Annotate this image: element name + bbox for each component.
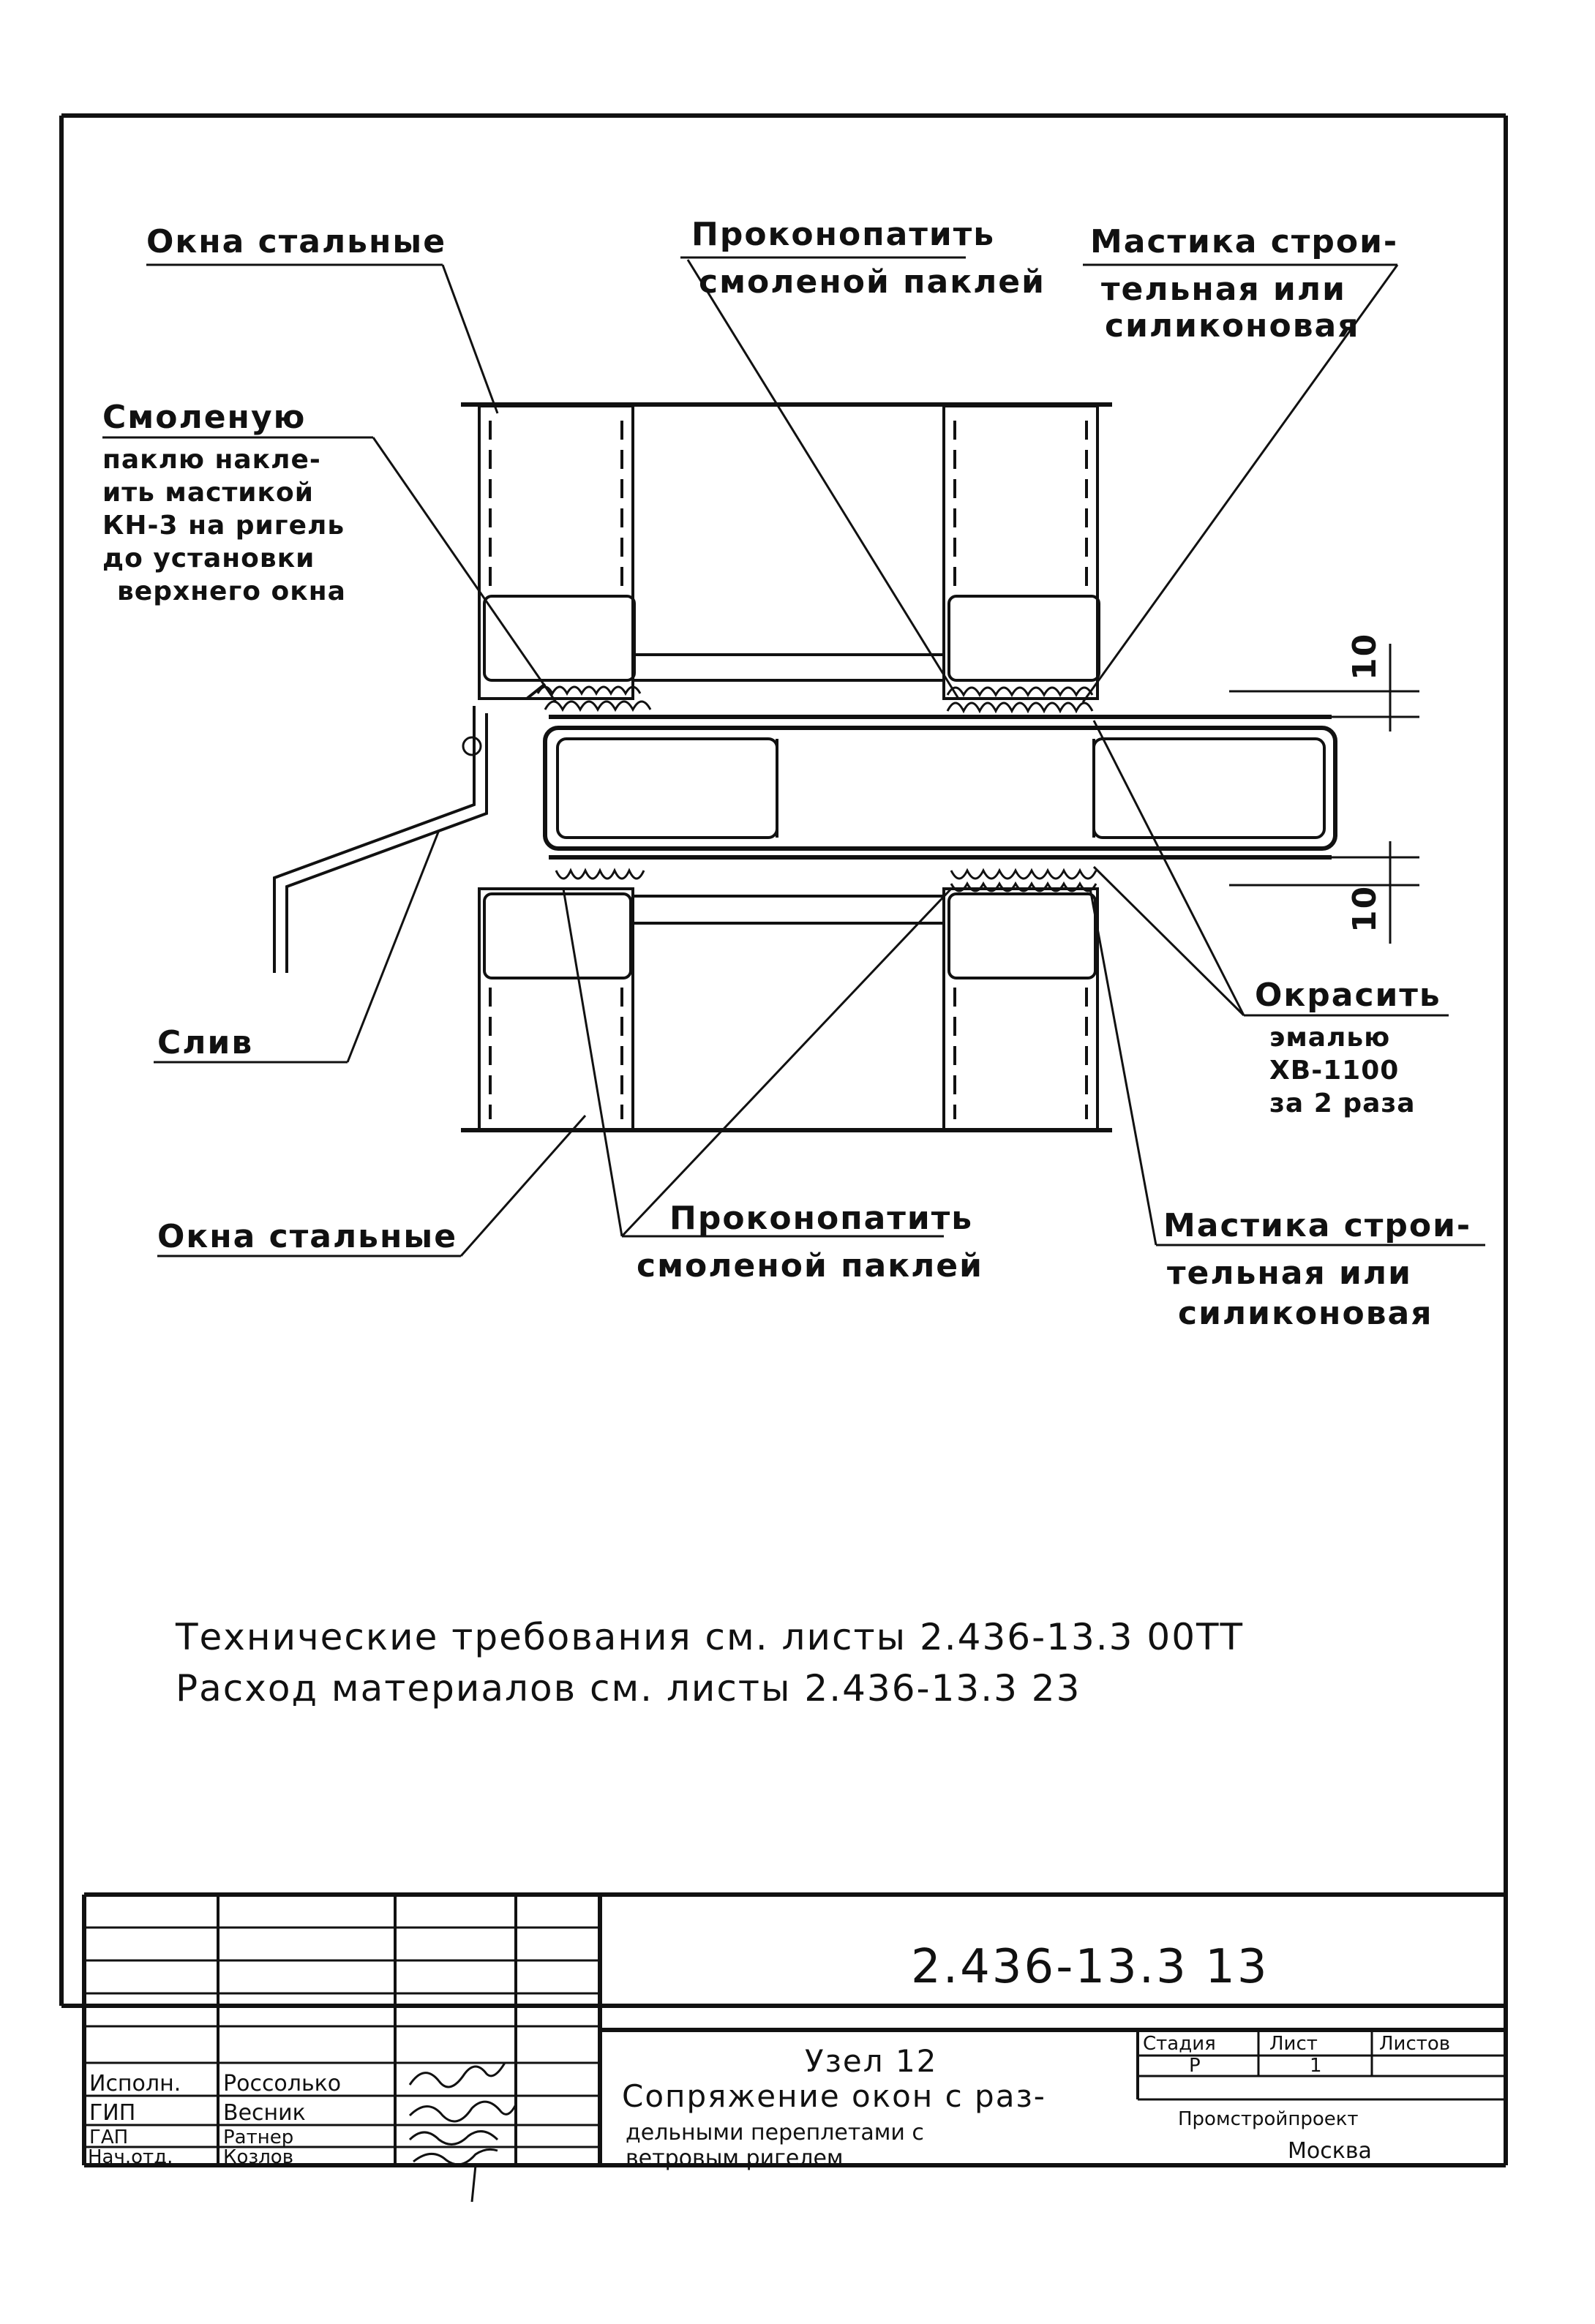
label-paint-3: ХВ-1100 bbox=[1269, 1056, 1399, 1086]
label-caulk-bottom-1: Проконопатить bbox=[669, 1200, 973, 1237]
drip-flashing bbox=[273, 706, 488, 973]
dimension-lines bbox=[1229, 644, 1419, 944]
label-caulk-top-1: Проконопатить bbox=[691, 216, 995, 253]
lower-window-frames bbox=[461, 887, 1112, 1132]
organization: Промстройпроект bbox=[1178, 2108, 1359, 2130]
label-tow-1: Смоленую bbox=[102, 399, 306, 436]
label-drip: Слив bbox=[157, 1024, 253, 1061]
role-head: Нач.отд. bbox=[88, 2146, 173, 2168]
name-executor: Россолько bbox=[223, 2071, 341, 2097]
name-gip: Весник bbox=[223, 2100, 306, 2126]
sheet-frame bbox=[59, 113, 1508, 2008]
label-tow-6: верхнего окна bbox=[117, 576, 346, 606]
name-head: Козлов bbox=[223, 2146, 293, 2168]
title-block-grid bbox=[82, 1892, 1508, 2167]
name-gap: Ратнер bbox=[223, 2126, 293, 2148]
label-windows-top: Окна стальные bbox=[146, 223, 446, 260]
title-line-3: ветровым ригелем bbox=[626, 2146, 844, 2171]
role-gip: ГИП bbox=[89, 2100, 135, 2126]
label-tow-5: до установки bbox=[102, 544, 315, 574]
label-paint-4: за 2 раза bbox=[1269, 1088, 1416, 1118]
wind-transom bbox=[543, 715, 1337, 860]
node-number: Узел 12 bbox=[805, 2043, 937, 2079]
label-mastic-bottom-3: силиконовая bbox=[1178, 1295, 1433, 1332]
tow-caulking bbox=[536, 685, 1097, 892]
label-mastic-bottom-1: Мастика строи- bbox=[1163, 1207, 1471, 1244]
label-mastic-bottom-2: тельная или bbox=[1167, 1255, 1412, 1292]
designation: 2.436-13.3 13 bbox=[911, 1940, 1269, 1994]
label-caulk-top-2: смоленой паклей bbox=[699, 263, 1046, 301]
label-tow-3: ить мастикой bbox=[102, 478, 314, 508]
city: Москва bbox=[1288, 2138, 1372, 2164]
label-mastic-top-3: силиконовая bbox=[1105, 307, 1359, 345]
title-line-2: дельными переплетами с bbox=[626, 2120, 924, 2146]
label-tow-2: паклю накле- bbox=[102, 445, 321, 475]
label-windows-bottom: Окна стальные bbox=[157, 1218, 457, 1255]
leader-lines bbox=[102, 256, 1485, 1257]
label-tow-4: КН-3 на ригель bbox=[102, 511, 345, 541]
upper-window-frames bbox=[461, 402, 1112, 700]
role-gap: ГАП bbox=[89, 2126, 128, 2148]
stage-value: Р bbox=[1189, 2055, 1201, 2077]
sheets-header: Листов bbox=[1379, 2033, 1450, 2055]
dimension-top: 10 bbox=[1346, 633, 1384, 680]
sheet-value: 1 bbox=[1310, 2055, 1322, 2077]
label-paint-2: эмалью bbox=[1269, 1023, 1390, 1053]
label-mastic-top-2: тельная или bbox=[1101, 271, 1346, 308]
handwritten-signatures bbox=[408, 2062, 517, 2203]
sheet-header: Лист bbox=[1269, 2033, 1318, 2055]
note-materials: Расход материалов см. листы 2.436-13.3 2… bbox=[176, 1667, 1081, 1710]
label-caulk-bottom-2: смоленой паклей bbox=[637, 1247, 983, 1285]
label-paint-1: Окрасить bbox=[1255, 977, 1441, 1014]
role-executor: Исполн. bbox=[89, 2071, 181, 2097]
dimension-bottom: 10 bbox=[1346, 885, 1384, 933]
label-mastic-top-1: Мастика строи- bbox=[1090, 223, 1398, 260]
note-tech-requirements: Технические требования см. листы 2.436-1… bbox=[175, 1616, 1244, 1658]
title-line-1: Сопряжение окон с раз- bbox=[622, 2078, 1046, 2114]
stage-header: Стадия bbox=[1143, 2033, 1216, 2055]
